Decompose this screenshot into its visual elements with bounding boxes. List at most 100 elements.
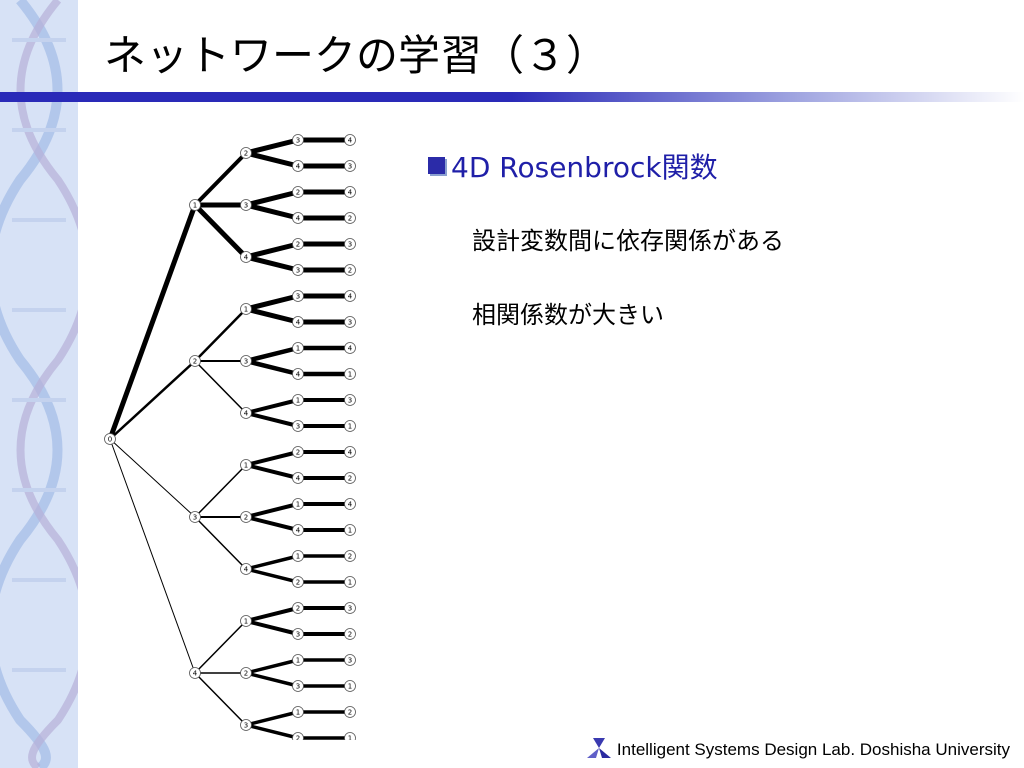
tree-edge-level1-2: [192, 202, 249, 260]
tree-node-level3: 3: [292, 290, 304, 302]
tree-edge-level2-3: [244, 411, 300, 428]
tree-node-label: 1: [348, 683, 352, 691]
tree-node-level4: 2: [344, 264, 356, 276]
tree-node-level3: 1: [292, 342, 304, 354]
dna-helix-decoration: [0, 0, 78, 768]
tree-node-level3: 2: [292, 446, 304, 458]
tree-node-level2: 2: [240, 147, 252, 159]
tree-node-level3: 4: [292, 160, 304, 172]
tree-node-level2: 4: [240, 251, 252, 263]
tree-node-label: 4: [296, 319, 301, 327]
tree-node-label: 2: [244, 150, 248, 158]
tree-edge-level2-3: [244, 398, 300, 415]
tree-edge-level2-3: [243, 293, 301, 312]
tree-node-level3: 1: [292, 654, 304, 666]
tree-node-label: 0: [108, 436, 112, 444]
tree-node-level4: 3: [344, 238, 356, 250]
tree-root-node: 0: [104, 433, 116, 445]
tree-edge-level2-3: [244, 567, 300, 584]
tree-node-level2: 2: [240, 511, 252, 523]
tree-node-level3: 2: [292, 732, 304, 741]
tree-node-label: 2: [348, 631, 352, 639]
tree-edge-level2-3: [244, 710, 300, 727]
tree-node-label: 1: [296, 345, 300, 353]
tree-node-label: 3: [348, 657, 352, 665]
tree-node-label: 3: [244, 202, 248, 210]
tree-node-level2: 1: [240, 459, 252, 471]
tree-edge-level2-3: [243, 189, 301, 208]
tree-node-level4: 4: [344, 342, 356, 354]
tree-node-label: 3: [193, 514, 197, 522]
tree-node-label: 1: [296, 553, 300, 561]
tree-node-level4: 3: [344, 654, 356, 666]
tree-node-label: 2: [296, 579, 300, 587]
tree-node-label: 3: [296, 293, 300, 301]
tree-node-level3: 4: [292, 472, 304, 484]
tree-node-label: 4: [348, 449, 353, 457]
tree-node-level2: 1: [240, 615, 252, 627]
tree-node-level4: 4: [344, 186, 356, 198]
tree-node-label: 1: [348, 735, 352, 741]
tree-node-label: 4: [244, 254, 249, 262]
tree-node-level2: 1: [240, 303, 252, 315]
tree-node-label: 3: [348, 605, 352, 613]
tree-edge-level1-2: [194, 360, 247, 414]
tree-node-level4: 3: [344, 394, 356, 406]
tree-node-label: 3: [296, 683, 300, 691]
slide-title: ネットワークの学習（３）: [104, 31, 609, 80]
bullet-heading: 4D Rosenbrock関数: [428, 146, 718, 186]
tree-node-level2: 3: [240, 719, 252, 731]
tree-node-level3: 2: [292, 602, 304, 614]
footer-text: Intelligent Systems Design Lab. Doshisha…: [616, 740, 1010, 759]
tree-node-label: 2: [296, 449, 300, 457]
tree-node-level4: 3: [344, 316, 356, 328]
tree-node-level1: 4: [189, 667, 201, 679]
tree-node-label: 2: [348, 553, 352, 561]
tree-edge-level2-3: [243, 306, 301, 325]
tree-edge-level1-2: [194, 516, 247, 570]
tree-edge-level2-3: [244, 606, 300, 623]
tree-node-label: 2: [348, 475, 352, 483]
tree-node-level1: 2: [189, 355, 201, 367]
tree-node-label: 4: [348, 189, 353, 197]
tree-node-level4: 1: [344, 524, 356, 536]
tree-node-label: 2: [296, 241, 300, 249]
tree-node-level4: 4: [344, 446, 356, 458]
tree-node-level3: 2: [292, 186, 304, 198]
tree-node-label: 2: [244, 514, 248, 522]
tree-edge-level2-3: [243, 345, 301, 364]
tree-node-label: 2: [348, 267, 352, 275]
tree-node-level3: 3: [292, 264, 304, 276]
tree-edge-level2-3: [244, 671, 300, 688]
tree-node-label: 1: [244, 462, 248, 470]
tree-node-label: 2: [296, 735, 300, 741]
tree-node-level4: 1: [344, 576, 356, 588]
tree-node-label: 1: [348, 371, 352, 379]
tree-edge-level2-3: [244, 554, 300, 571]
tree-edge-level1-2: [194, 672, 247, 726]
lab-logo-icon: [586, 738, 611, 758]
sub-item-correlation: 相関係数が大きい: [472, 301, 664, 329]
tree-edge-level2-3: [243, 358, 301, 377]
tree-node-label: 1: [348, 423, 352, 431]
tree-node-label: 3: [244, 722, 248, 730]
tree-node-level4: 4: [344, 498, 356, 510]
tree-node-label: 4: [348, 345, 353, 353]
tree-edge-root-1: [109, 438, 196, 674]
tree-node-label: 1: [348, 527, 352, 535]
tree-node-level4: 2: [344, 472, 356, 484]
tree-node-level1: 1: [189, 199, 201, 211]
tree-edge-level2-3: [244, 619, 300, 636]
tree-node-label: 1: [296, 501, 300, 509]
tree-edge-level2-3: [243, 150, 301, 169]
tree-node-level4: 3: [344, 160, 356, 172]
tree-edge-level1-2: [194, 620, 247, 674]
tree-node-level3: 2: [292, 238, 304, 250]
tree-edge-level2-3: [244, 502, 300, 519]
tree-node-level4: 3: [344, 602, 356, 614]
tree-node-label: 3: [296, 267, 300, 275]
tree-node-label: 4: [348, 501, 353, 509]
tree-node-label: 4: [348, 137, 353, 145]
tree-node-level2: 4: [240, 563, 252, 575]
tree-node-level3: 1: [292, 550, 304, 562]
